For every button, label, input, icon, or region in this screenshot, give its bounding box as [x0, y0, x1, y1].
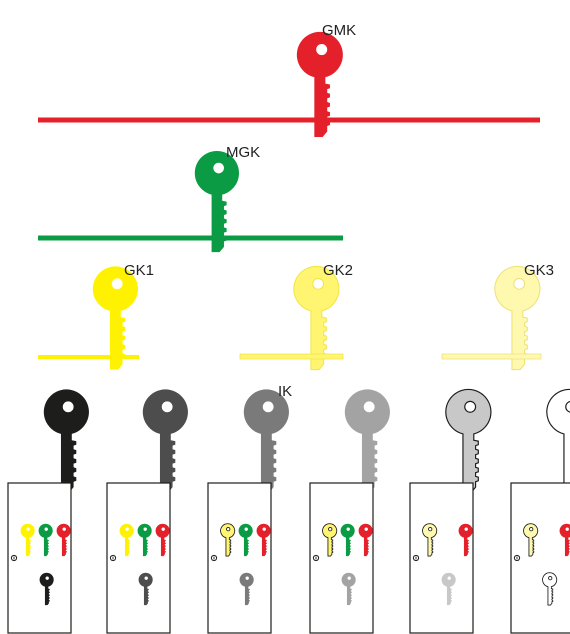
lock-box-2	[106, 482, 171, 634]
gmk-group: GMK	[38, 22, 540, 138]
lock-box-5	[409, 482, 474, 634]
gk3-label: GK3	[524, 262, 554, 279]
lock-box-frame	[409, 482, 474, 634]
ik-keys: IK	[43, 383, 570, 494]
gk2-group: GK2	[239, 262, 353, 371]
ik-key-2-icon	[142, 389, 188, 493]
mgk-label: MGK	[226, 144, 260, 161]
lock-symbol-icon	[10, 554, 18, 562]
gk1-group: GK1	[38, 262, 154, 370]
lock-symbol-icon	[210, 554, 218, 562]
lock-symbol-icon	[513, 554, 521, 562]
ik-key-4-icon	[344, 389, 390, 493]
lock-box-3	[207, 482, 272, 634]
lock-symbol-icon	[312, 554, 320, 562]
lock-box-frame	[207, 482, 272, 634]
gk1-label: GK1	[124, 262, 154, 279]
lock-box-frame	[510, 482, 570, 634]
gk3-level-line	[441, 353, 542, 360]
lock-box-frame	[309, 482, 374, 634]
lock-boxes	[7, 482, 570, 634]
gmk-label: GMK	[322, 22, 356, 39]
ik-label: IK	[278, 383, 292, 400]
mgk-group: MGK	[38, 144, 343, 253]
lock-box-frame	[7, 482, 72, 634]
gk2-level-line	[239, 353, 344, 360]
ik-key-5-icon	[445, 388, 492, 494]
gk3-group: GK3	[441, 262, 554, 371]
lock-box-frame	[106, 482, 171, 634]
ik-key-3-icon	[243, 389, 289, 493]
lock-box-6	[510, 482, 570, 634]
lock-symbol-icon	[109, 554, 117, 562]
lock-box-1	[7, 482, 72, 634]
gk2-label: GK2	[323, 262, 353, 279]
ik-key-1-icon	[43, 389, 89, 493]
gk1-key-icon	[92, 266, 138, 370]
ik-key-6-icon	[546, 388, 570, 494]
lock-symbol-icon	[412, 554, 420, 562]
lock-box-4	[309, 482, 374, 634]
